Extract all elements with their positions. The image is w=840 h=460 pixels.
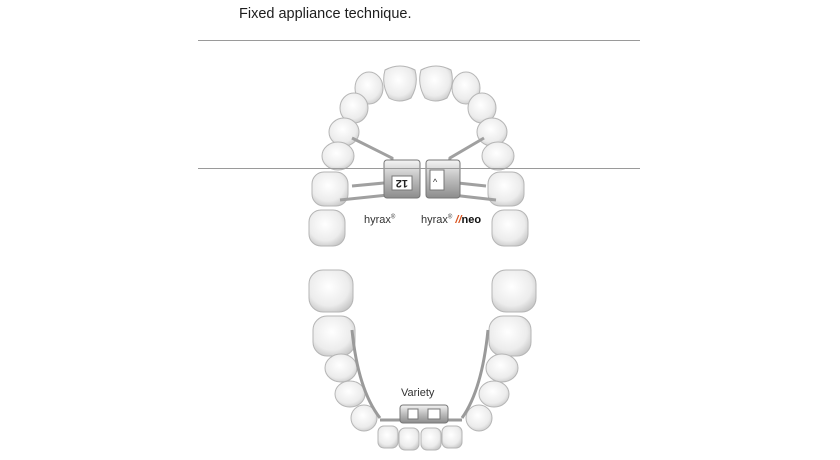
hyrax-neo-label: hyrax® //neo [421, 214, 481, 226]
screw-number: 12 [396, 177, 408, 189]
lower-tooth [324, 353, 358, 383]
upper-tooth [487, 171, 525, 207]
lower-tooth [398, 427, 420, 451]
neo-logo-icon: // [455, 214, 462, 226]
lower-tooth [478, 380, 510, 408]
lower-tooth [491, 269, 537, 313]
lower-tooth [377, 425, 399, 449]
variety-brand: Variety [401, 387, 435, 399]
svg-text:^: ^ [433, 177, 438, 187]
hyrax-label: hyrax® [364, 214, 395, 226]
caption: Fixed appliance technique. [239, 6, 412, 22]
registered-mark: ® [390, 214, 396, 221]
upper-tooth [328, 117, 360, 147]
hyrax-neo-brand: hyrax [421, 214, 448, 226]
lower-tooth [488, 315, 532, 357]
upper-tooth [481, 141, 515, 171]
hyrax-screw [383, 159, 421, 199]
neo-variant: neo [461, 214, 482, 226]
lower-tooth [465, 404, 493, 432]
upper-tooth [476, 117, 508, 147]
lower-tooth [334, 380, 366, 408]
lower-tooth [350, 404, 378, 432]
upper-tooth [419, 65, 453, 102]
lower-tooth [312, 315, 356, 357]
lower-tooth [485, 353, 519, 383]
upper-tooth [491, 209, 529, 247]
hyrax-neo-screw: ^ [425, 159, 461, 199]
lower-arch [308, 269, 537, 451]
variety-label: Variety [401, 387, 434, 399]
registered-mark: ® [447, 214, 453, 221]
lower-tooth [420, 427, 442, 451]
upper-tooth [383, 65, 417, 102]
upper-tooth [311, 171, 349, 207]
hyrax-brand: hyrax [364, 214, 391, 226]
middle-divider [198, 168, 640, 169]
lower-tooth [308, 269, 354, 313]
upper-tooth [308, 209, 346, 247]
lower-tooth [441, 425, 463, 449]
upper-tooth [321, 141, 355, 171]
upper-arch [308, 65, 529, 247]
top-divider [198, 40, 640, 41]
variety-screw [399, 404, 449, 424]
